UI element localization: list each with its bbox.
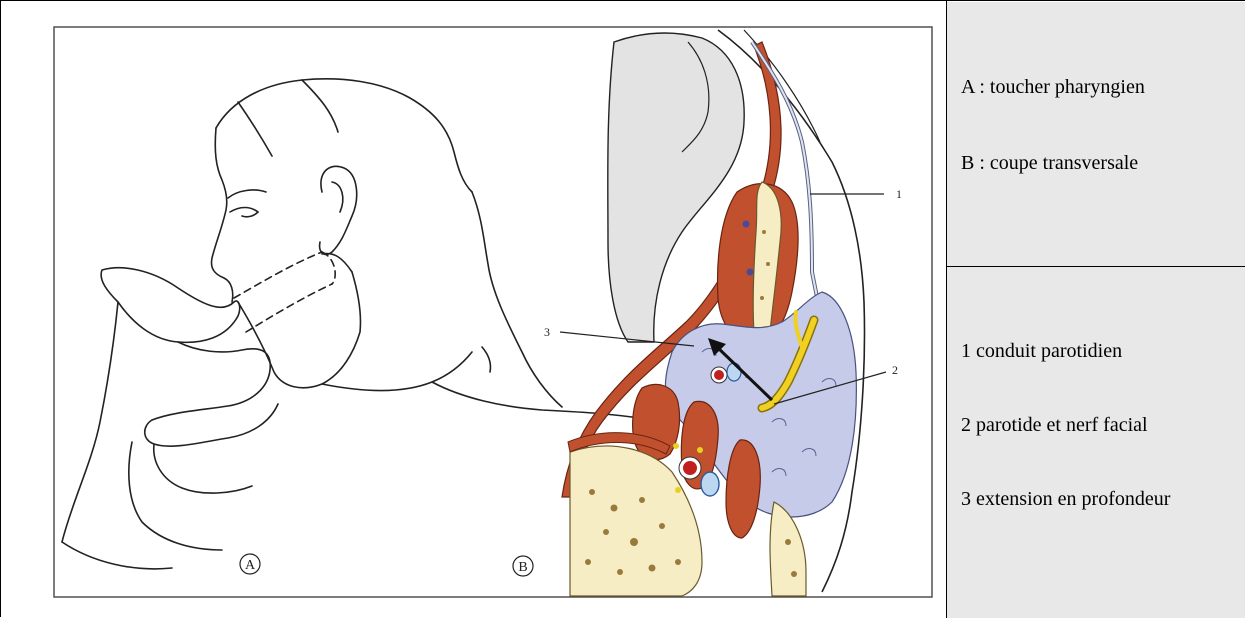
legend-item-3: 3 extension en profondeur	[961, 487, 1231, 512]
legend-numbers-cell: 1 conduit parotidien 2 parotide et nerf …	[947, 267, 1245, 618]
panel-a-marker: A	[245, 558, 256, 573]
legend-panels-cell: A : toucher pharyngien B : coupe transve…	[947, 2, 1245, 266]
figure-cell: A	[2, 2, 947, 618]
legend-panel-b: B : coupe transversale	[961, 151, 1231, 176]
legend-item-2: 2 parotide et nerf facial	[961, 413, 1231, 438]
legend-panel-a: A : toucher pharyngien	[961, 75, 1231, 100]
legend-item-1: 1 conduit parotidien	[961, 339, 1231, 364]
callout-2: 2	[892, 363, 898, 377]
anatomy-figure: A	[2, 2, 947, 618]
panel-b-marker: B	[518, 560, 527, 575]
callout-3: 3	[544, 325, 550, 339]
callout-1: 1	[896, 187, 902, 201]
